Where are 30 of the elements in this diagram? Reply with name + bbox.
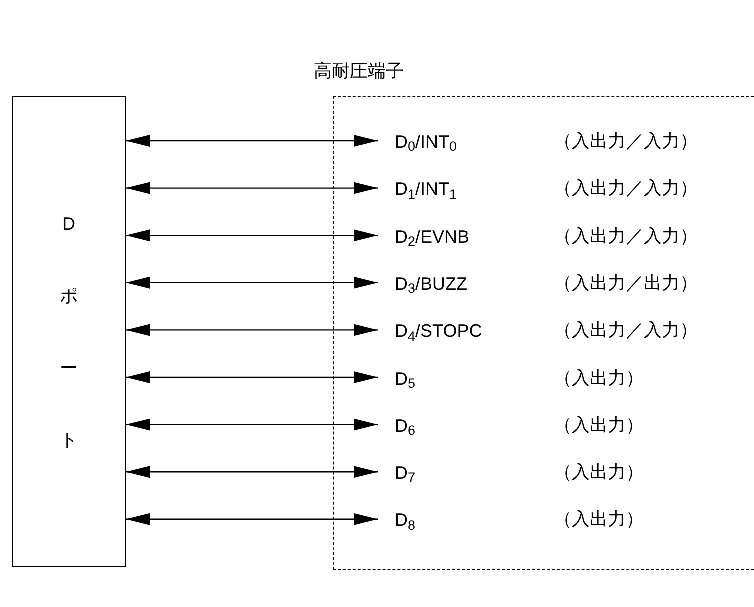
double-arrow <box>126 182 378 194</box>
double-arrow <box>126 372 378 384</box>
double-arrow <box>126 135 378 147</box>
port-box <box>12 96 126 567</box>
double-arrow <box>126 466 378 478</box>
pin-function-label: （入出力／入力） <box>554 179 698 198</box>
pin-label: D$_{2}$/EVNB <box>394 228 470 246</box>
pin-label: D$_{4}$/STOPC <box>394 322 482 340</box>
pin-label: D$_{6}$ <box>394 416 416 435</box>
pin-label: D$_{3}$/BUZZ <box>394 274 468 293</box>
region-title: 高耐圧端子 <box>314 62 404 80</box>
double-arrow <box>126 230 378 242</box>
pin-function-label: （入出力） <box>554 463 644 482</box>
pin-function-label: （入出力） <box>554 416 644 434</box>
pin-function-label: （入出力） <box>554 368 644 386</box>
port-name: Dポート <box>60 212 78 452</box>
pin-label: D$_{5}$ <box>394 370 416 388</box>
pin-function-label: （入出力／入力） <box>554 132 698 150</box>
pin-label: D$_{7}$ <box>394 464 416 482</box>
double-arrow <box>126 418 378 431</box>
pin-function-label: （入出力／入力） <box>554 321 698 340</box>
double-arrow <box>126 324 378 336</box>
double-arrow <box>126 513 378 526</box>
pin-label: D$_{0}$/INT$_{0}$ <box>394 133 458 151</box>
pin-label: D$_{8}$ <box>394 511 416 530</box>
pin-function-label: （入出力／入力） <box>554 226 698 245</box>
pin-function-label: （入出力／出力） <box>554 274 698 292</box>
double-arrow <box>126 276 378 289</box>
pin-label: D$_{1}$/INT$_{1}$ <box>394 180 458 198</box>
pin-function-label: （入出力） <box>554 510 644 528</box>
